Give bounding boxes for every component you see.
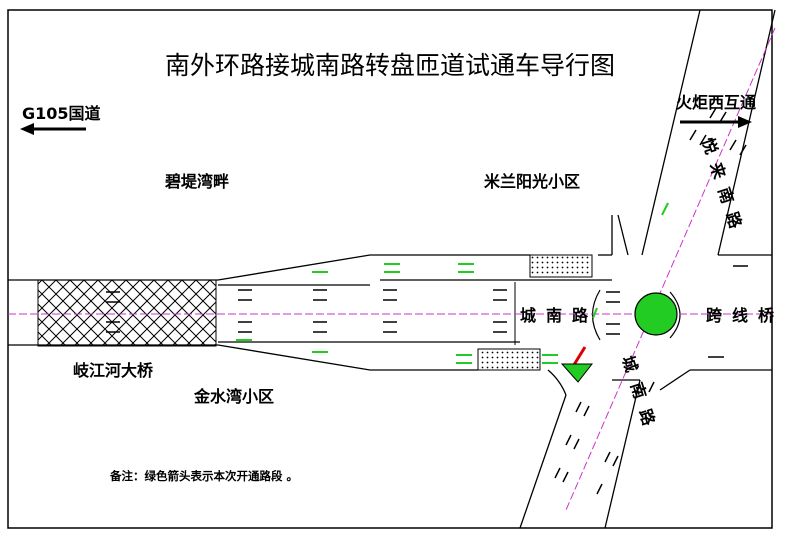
yuelai-label: 悦来南路 — [698, 135, 748, 240]
lane-arrows — [106, 107, 748, 495]
jinshui-label: 金水湾小区 — [193, 387, 274, 406]
qijiang-label: 岐江河大桥 — [73, 361, 154, 380]
arrow-group-ne — [689, 107, 747, 156]
open-route-arrows — [236, 202, 669, 364]
arrow-group-1 — [238, 289, 252, 333]
closure-block-south — [477, 348, 541, 371]
roundabout — [634, 292, 678, 336]
green-ramp-triangle — [560, 363, 594, 383]
arrow-group-2 — [313, 289, 327, 333]
milan-label: 米兰阳光小区 — [484, 172, 580, 191]
arrow-group-4 — [493, 289, 507, 333]
qijiang-bridge-block — [37, 279, 217, 347]
closure-block-north — [529, 254, 593, 278]
arrow-group-sw — [554, 381, 655, 495]
bidi-label: 碧堤湾畔 — [164, 172, 229, 191]
road-edges — [8, 9, 776, 529]
chengnan-vertical-label: 城南路 — [618, 353, 662, 439]
roundabout-arc-west — [591, 289, 601, 341]
huoju-arrow — [680, 116, 752, 128]
arrow-group-bridge — [106, 291, 120, 333]
map-frame — [7, 9, 773, 529]
g105-arrow — [20, 123, 86, 135]
huoju-label: 火炬西互通 — [676, 93, 756, 112]
kuaxian-label: 跨线桥 — [706, 306, 784, 325]
chengnan-horizontal-label: 城南路 — [520, 306, 598, 325]
arrow-group-5 — [606, 291, 620, 335]
map-title: 南外环路接城南路转盘匝道试通车导行图 — [165, 51, 615, 80]
legend-note: 备注：绿色箭头表示本次开通路段 。 — [109, 469, 298, 483]
g105-label: G105国道 — [22, 104, 101, 123]
arrow-group-3 — [383, 289, 397, 333]
roundabout-arc-east — [669, 291, 681, 339]
